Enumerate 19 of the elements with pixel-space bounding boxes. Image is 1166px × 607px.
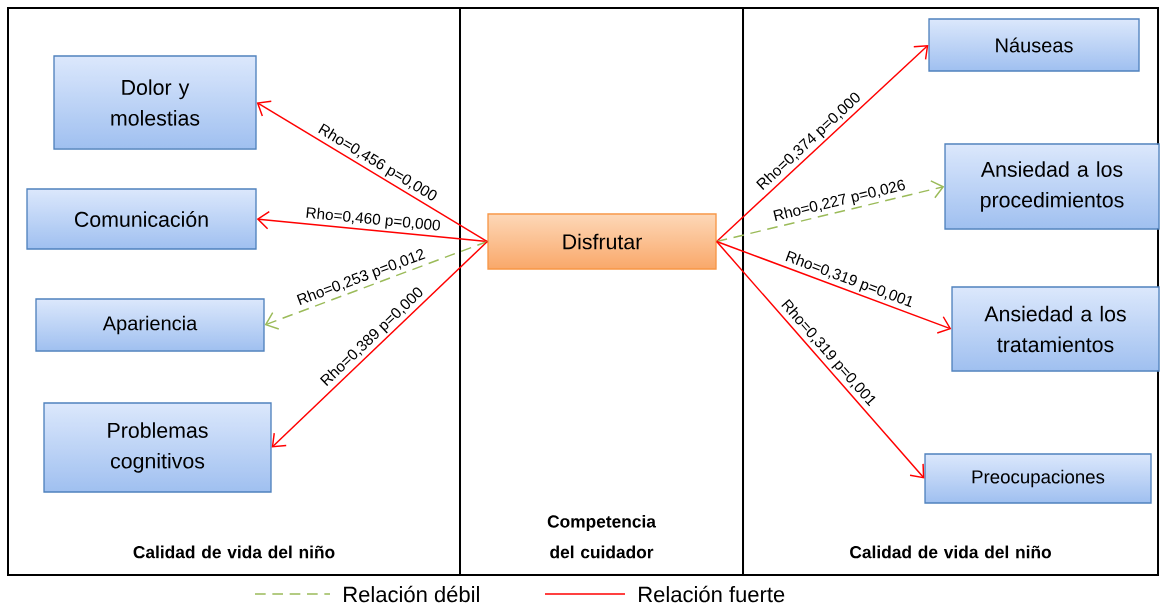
arrow	[715, 180, 945, 243]
arrow	[271, 240, 489, 448]
box: Problemas cognitivos	[43, 402, 272, 493]
box: Ansiedad a los procedimientos	[944, 143, 1160, 230]
edge-label: Rho=0,460 p=0,000	[306, 207, 440, 231]
box: Preocupaciones	[924, 453, 1152, 504]
legend-label: Relación fuerte	[639, 585, 785, 603]
highlighted-box: Disfrutar	[487, 213, 717, 270]
arrow	[715, 240, 925, 479]
box: Ansiedad a los tratamientos	[951, 286, 1160, 372]
legend-label: Relación débil	[344, 585, 479, 603]
box: Comunicación	[26, 188, 257, 250]
arrow	[715, 45, 929, 243]
arrow	[715, 240, 952, 334]
arrow	[264, 240, 489, 330]
arrow	[256, 100, 489, 243]
box: Náuseas	[928, 18, 1140, 72]
box: Apariencia	[35, 298, 265, 352]
box: Dolor y molestias	[53, 55, 257, 150]
